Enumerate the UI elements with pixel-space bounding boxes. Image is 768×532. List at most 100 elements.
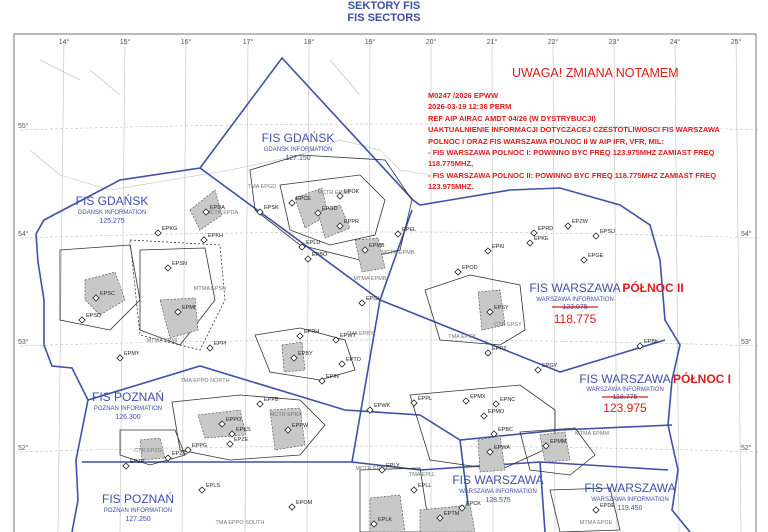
airport-code: EPMY	[124, 351, 140, 357]
airport-eply: EPLY	[378, 463, 400, 474]
airport-marker-icon	[534, 366, 542, 374]
zone-mctr-epda: MCTR EPDA	[206, 210, 239, 216]
airport-epmo: EPMO	[480, 409, 505, 420]
airport-marker-icon	[218, 420, 226, 428]
title-pl: SEKTORY FIS	[347, 0, 421, 12]
airport-code: EPBY	[298, 351, 313, 357]
notam-line-9: 123.975MHZ.	[428, 182, 474, 192]
airport-code: EPKI	[492, 244, 505, 250]
zone-tma-epll: TMA EPLL	[409, 472, 435, 478]
airport-marker-icon	[458, 504, 466, 512]
airport-eppo: EPPO	[218, 417, 242, 428]
airport-code: EPNC	[500, 397, 515, 403]
airport-code: EPTO	[346, 357, 362, 363]
airport-code: EPMI	[182, 305, 196, 311]
latitude-label-right: 52°	[741, 444, 752, 452]
airport-epge: EPGE	[580, 253, 604, 264]
airport-eppl: EPPL	[410, 396, 432, 407]
airport-code: EPCK	[466, 501, 481, 507]
airport-code: EPSN	[172, 261, 187, 267]
airport-marker-icon	[164, 454, 172, 462]
sector-warszawa-n2-suffix: PÓŁNOC II	[622, 280, 683, 295]
airport-epnc: EPNC	[492, 397, 515, 408]
airport-epbo: EPBO	[304, 252, 328, 263]
airport-epsc: EPSC	[92, 291, 115, 302]
airport-code: EPGI	[366, 296, 380, 302]
airport-code: EPPR	[344, 219, 359, 225]
zone-tma-epmm: MTMA EPMM	[575, 431, 609, 437]
airport-epgy: EPGY	[534, 363, 558, 374]
airport-marker-icon	[304, 255, 312, 263]
sector-warszawa-n2-name: FIS WARSZAWA	[529, 281, 620, 295]
airport-marker-icon	[480, 412, 488, 420]
airport-eprd: EPRD	[530, 226, 553, 237]
airport-code: EPCE	[296, 196, 311, 202]
airport-epmb: EPMB	[361, 243, 385, 254]
longitude-label: 15°	[120, 38, 131, 46]
airport-epke: EPKE	[526, 236, 549, 247]
longitude-label: 19°	[365, 38, 376, 46]
coastline	[29, 59, 431, 191]
airport-code: EPEL	[402, 227, 416, 233]
zone-mtma-epmi: MTMA EPMI	[147, 338, 178, 344]
sector-gdansk-b-info: GDANSK INFORMATION	[78, 210, 147, 216]
airport-marker-icon	[256, 400, 264, 408]
airport-marker-icon	[492, 400, 500, 408]
airport-marker-icon	[526, 239, 534, 247]
sector-warszawa-c-freq: 128.575	[485, 497, 510, 504]
sector-warszawa-e-info: WARSZAWA INFORMATION	[591, 497, 669, 503]
airport-marker-icon	[78, 316, 86, 324]
airport-marker-icon	[290, 354, 298, 362]
airport-code: EPKG	[162, 226, 177, 232]
airport-code: EPIN	[326, 374, 339, 380]
airport-marker-icon	[256, 208, 264, 216]
airport-marker-icon	[486, 448, 494, 456]
airport-code: EPBC	[498, 427, 513, 433]
airport-marker-icon	[378, 466, 386, 474]
longitude-label: 18°	[304, 38, 315, 46]
latitude-label-left: 54°	[18, 230, 29, 238]
sector-warszawa-e-freq: 119.450	[618, 505, 643, 512]
zone-mctr-ephx: MCTR EPMX	[356, 466, 389, 472]
fir-boundary	[35, 56, 691, 532]
longitude-label: 22°	[548, 38, 559, 46]
sector-poznan-b-name: FIS POZNAŃ	[102, 491, 174, 506]
airport-marker-icon	[332, 336, 340, 344]
airport-marker-icon	[164, 264, 172, 272]
airport-epze: EPZE	[226, 437, 249, 448]
airport-marker-icon	[361, 246, 369, 254]
airport-eppi: EPPI	[206, 341, 227, 352]
airport-marker-icon	[564, 222, 572, 230]
notam-line-5: POLNOC I ORAZ FIS WARSZAWA POLNOC II W A…	[428, 136, 664, 146]
airport-eppw: EPPW	[284, 423, 309, 434]
airport-marker-icon	[454, 268, 462, 276]
zone-mtma-epde: MTMA EPDE	[580, 520, 613, 526]
sector-gdansk-a-name: FIS GDAŃSK	[262, 130, 335, 145]
airport-marker-icon	[296, 332, 304, 340]
airport-marker-icon	[580, 256, 588, 264]
airport-code: EPSC	[100, 291, 115, 297]
airport-code: EPPL	[418, 396, 432, 402]
longitude-label: 21°	[487, 38, 498, 46]
longitude-label: 20°	[426, 38, 437, 46]
sector-warszawa-n1-name: FIS WARSZAWA	[579, 372, 670, 386]
latitude-label-left: 52°	[18, 444, 29, 452]
airport-epsk: EPSK	[256, 205, 279, 216]
airport-marker-icon	[154, 229, 162, 237]
airport-code: EPLK	[378, 517, 392, 523]
sector-gdansk-b-name: FIS GDAŃSK	[76, 193, 149, 208]
airport-marker-icon	[530, 229, 538, 237]
airport-epks: EPKS	[228, 427, 251, 438]
sector-gdansk-a-freq: 127.150	[285, 155, 310, 162]
airport-code: EPTM	[444, 511, 460, 517]
airport-marker-icon	[636, 342, 644, 350]
airport-code: EPZW	[572, 219, 589, 225]
airport-code: EPRH	[304, 329, 319, 335]
airport-eprh: EPRH	[296, 329, 319, 340]
airport-epki: EPKI	[484, 244, 505, 255]
airport-epmm: EPMM	[542, 439, 567, 450]
airport-epel: EPEL	[394, 227, 416, 238]
airport-code: EPOK	[344, 189, 360, 195]
sector-warszawa-n1-new-freq: 123.975	[603, 401, 647, 415]
